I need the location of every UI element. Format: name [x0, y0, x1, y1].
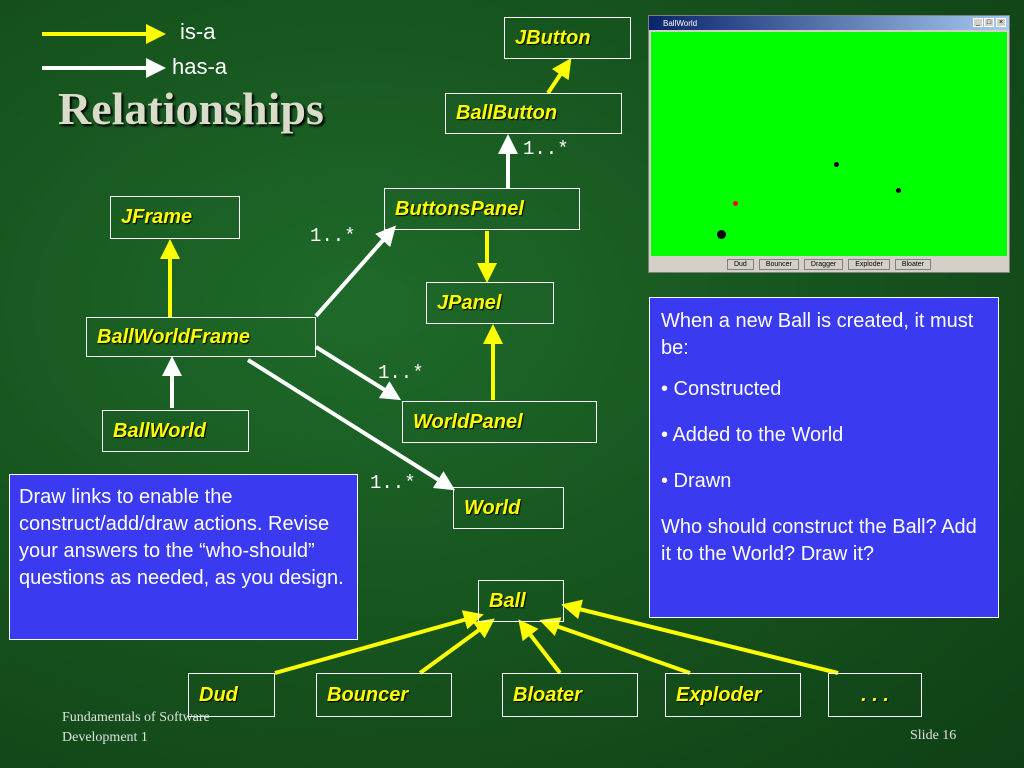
ball-creation-note: When a new Ball is created, it must be: … [649, 297, 999, 618]
class-ballworld: BallWorld [102, 410, 249, 452]
exploder-button: Exploder [848, 258, 890, 270]
class-ballbutton: BallButton [445, 93, 622, 134]
ball-buttons-bar: Dud Bouncer Dragger Exploder Bloater [651, 256, 1007, 272]
note-item-added: • Added to the World [661, 424, 844, 446]
instructions-note: Draw links to enable the construct/add/d… [9, 474, 358, 640]
class-more: . . . [828, 673, 922, 717]
maximize-icon: □ [984, 18, 994, 27]
ball-red [733, 201, 738, 206]
dragger-button: Dragger [803, 258, 844, 270]
hasa-ballworldframe-worldpanel [314, 345, 402, 401]
class-exploder: Exploder [665, 673, 801, 717]
class-bouncer: Bouncer [316, 673, 452, 717]
note-item-drawn: • Drawn [661, 470, 732, 492]
close-icon: × [996, 18, 1006, 27]
footer-slide-number: Slide 16 [910, 728, 957, 743]
isa-bouncer-ball [418, 618, 495, 675]
legend-hasa-label: has-a [172, 54, 228, 79]
class-worldpanel: WorldPanel [402, 401, 597, 443]
class-bloater: Bloater [502, 673, 638, 717]
dud-button: Dud [726, 258, 754, 270]
ballworld-window-screenshot: BallWorld _ □ × Dud Bouncer Dragger Expl… [648, 15, 1010, 273]
bloater-button: Bloater [894, 258, 932, 270]
class-ballworldframe: BallWorldFrame [86, 317, 316, 357]
class-ball: Ball [478, 580, 564, 622]
isa-more-ball [561, 599, 839, 675]
ball-small [896, 188, 901, 193]
instructions-text: Draw links to enable the construct/add/d… [19, 486, 344, 589]
isa-dud-ball [274, 610, 484, 675]
note-question: Who should construct the Ball? Add it to… [661, 516, 977, 565]
bouncer-button: Bouncer [758, 258, 799, 270]
hasa-ballworldframe-buttonspanel [314, 225, 396, 318]
isa-exploder-ball [539, 617, 691, 675]
mult-worldpanel: 1..* [378, 362, 424, 384]
class-buttonspanel: ButtonsPanel [384, 188, 580, 230]
minimize-icon: _ [973, 18, 983, 27]
class-world: World [453, 487, 564, 529]
hasa-ballworldframe-world [246, 358, 456, 491]
class-jframe: JFrame [110, 196, 240, 239]
isa-bloater-ball [518, 619, 562, 675]
slide-title: Relationships [58, 83, 324, 134]
mult-world: 1..* [370, 472, 416, 494]
note-intro: When a new Ball is created, it must be: [661, 310, 974, 359]
window-titlebar: BallWorld _ □ × [649, 16, 1009, 30]
isa-ballbutton-jbutton [546, 58, 572, 95]
window-title: BallWorld [663, 18, 698, 28]
class-jpanel: JPanel [426, 282, 554, 324]
class-dud: Dud [188, 673, 275, 717]
legend-isa-label: is-a [180, 19, 216, 44]
footer-course: Fundamentals of Software Development 1 [62, 710, 210, 745]
ball-large [717, 230, 726, 239]
note-item-constructed: • Constructed [661, 378, 782, 400]
ball-small [834, 162, 839, 167]
class-jbutton: JButton [504, 17, 631, 59]
mult-ballbutton: 1..* [523, 138, 569, 160]
world-canvas [651, 32, 1007, 256]
mult-buttonspanel: 1..* [310, 225, 356, 247]
